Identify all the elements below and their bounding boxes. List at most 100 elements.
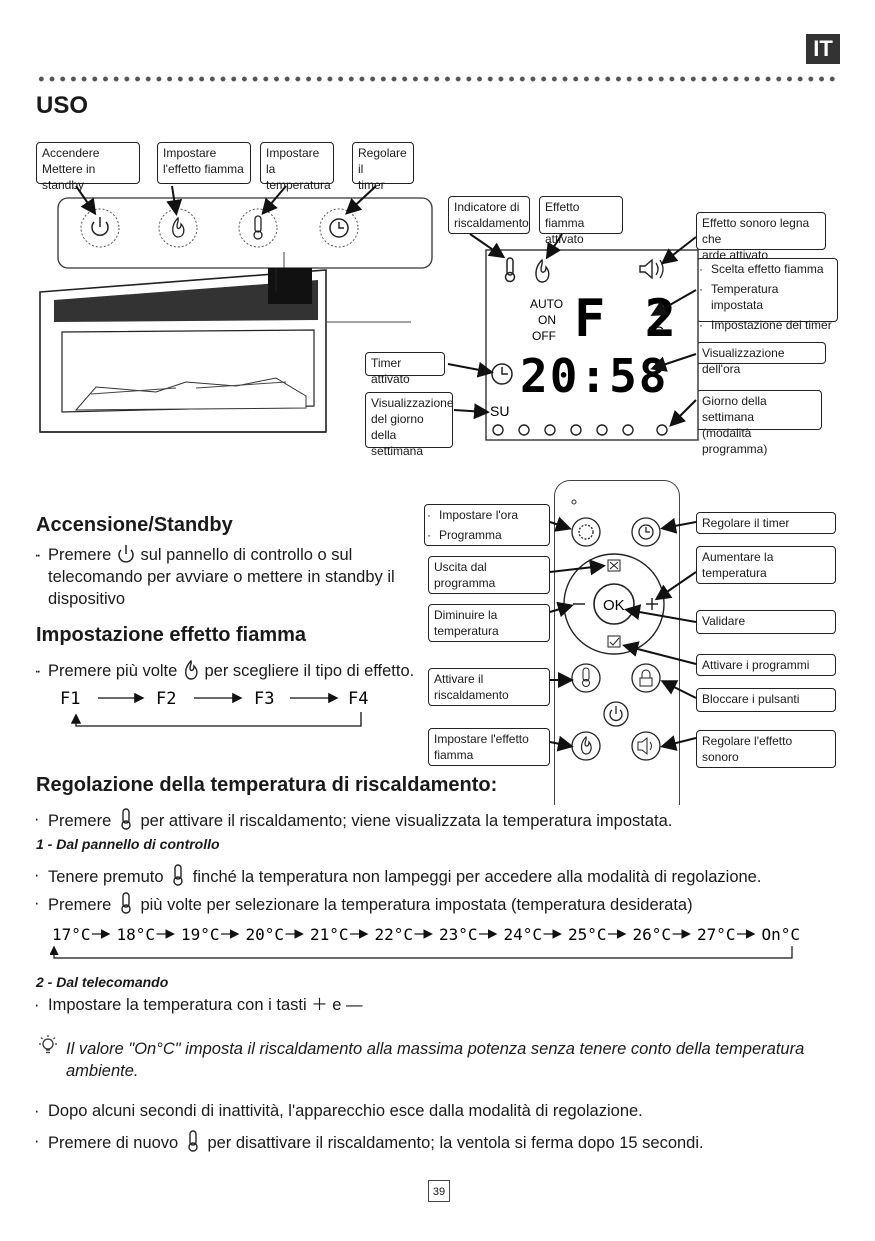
text: finché la temperatura non lampeggi per a… bbox=[192, 868, 762, 886]
sequence-step: F2 bbox=[156, 689, 176, 709]
text: Premere bbox=[48, 896, 112, 914]
label-weekday-program: Giorno della settimana (modalità program… bbox=[696, 390, 822, 456]
temperature-step: 26°C bbox=[633, 925, 672, 944]
label-flame-effect: Impostare l'effetto fiamma bbox=[157, 142, 251, 184]
label-set-sound: Regolare l'effetto sonoro bbox=[696, 730, 836, 768]
lock-button[interactable] bbox=[631, 663, 661, 693]
label-line: Programma bbox=[427, 527, 544, 543]
temperature-step: 22°C bbox=[375, 925, 414, 944]
label-validate: Validare bbox=[696, 610, 836, 634]
lcd-segment-text: F 2 bbox=[574, 289, 680, 349]
lcd-time: 20:58 bbox=[520, 349, 668, 403]
text: per scegliere il tipo di effetto. bbox=[204, 662, 415, 680]
thermometer-icon bbox=[173, 864, 183, 886]
text: più volte per selezionare la temperatura… bbox=[140, 896, 693, 914]
flame-icon bbox=[535, 258, 550, 283]
power-button[interactable] bbox=[603, 701, 629, 727]
label-weekday-display: Visualizzazione del giorno della settima… bbox=[365, 392, 454, 458]
lcd-display: AUTO ON OFF F 2 °C 20:58 SU bbox=[447, 233, 699, 441]
text: Premere più volte bbox=[48, 662, 178, 680]
activate-programs-button[interactable] bbox=[607, 635, 621, 648]
heading-temperature: Regolazione della temperatura di riscald… bbox=[36, 774, 498, 796]
label-temperature: Impostare la temperatura bbox=[260, 142, 334, 192]
fireplace-illustration bbox=[39, 185, 433, 433]
choice-item: Temperatura impostata bbox=[699, 281, 832, 313]
para-temp-6: Premere di nuovo per disattivare il risc… bbox=[48, 1130, 848, 1154]
label-timer: Regolare il timer bbox=[352, 142, 414, 192]
label-increase-temp: Aumentare la temperatura bbox=[696, 546, 836, 584]
clock-program-button[interactable] bbox=[571, 517, 601, 547]
para-temp-2: Tenere premuto finché la temperatura non… bbox=[48, 864, 848, 888]
flame-icon bbox=[184, 660, 198, 680]
dotted-rule bbox=[36, 76, 840, 82]
label-timer-active: Timer attivato bbox=[365, 352, 445, 386]
note-on-value: Il valore "On°C" imposta il riscaldament… bbox=[66, 1040, 805, 1080]
panel-timer-button[interactable] bbox=[319, 208, 359, 248]
ok-label: OK bbox=[603, 597, 625, 614]
panel-temperature-button[interactable] bbox=[238, 208, 278, 248]
timer-button[interactable] bbox=[631, 517, 661, 547]
panel-power-button[interactable] bbox=[80, 208, 120, 248]
power-icon bbox=[118, 545, 134, 563]
temperature-step: 24°C bbox=[504, 925, 543, 944]
subheading-remote: 2 - Dal telecomando bbox=[36, 974, 169, 990]
label-activate-programs: Attivare i programmi bbox=[696, 654, 836, 676]
lightbulb-icon bbox=[39, 1035, 57, 1054]
heading-flame: Impostazione effetto fiamma bbox=[36, 624, 307, 646]
bullet-dot: · bbox=[34, 1102, 40, 1120]
text: per disattivare il riscaldamento; la ven… bbox=[207, 1134, 704, 1152]
exit-program-button[interactable] bbox=[607, 559, 621, 572]
temperature-step: On°C bbox=[762, 925, 801, 944]
temperature-step: 20°C bbox=[246, 925, 285, 944]
para-temp-3: Premere più volte per selezionare la tem… bbox=[48, 892, 848, 916]
lcd-on: ON bbox=[538, 313, 556, 327]
bullet-dot: · bbox=[34, 810, 40, 828]
text: sul pannello di controllo o sul telecoma… bbox=[48, 546, 395, 608]
thermometer-icon bbox=[504, 257, 516, 283]
heading-standby: Accensione/Standby bbox=[36, 514, 233, 536]
choice-item: Impostazione del timer bbox=[699, 317, 832, 333]
choice-item: Scelta effetto fiamma bbox=[699, 261, 832, 277]
temperature-step: 18°C bbox=[117, 925, 156, 944]
temperature-step: 17°C bbox=[52, 925, 91, 944]
lcd-off: OFF bbox=[532, 329, 556, 343]
temperature-step: 21°C bbox=[310, 925, 349, 944]
label-set-clock: Impostare l'ora Programma bbox=[424, 504, 550, 546]
sequence-step: F3 bbox=[254, 689, 274, 709]
bullet-dot: · bbox=[34, 546, 40, 564]
label-line: Impostare l'ora bbox=[427, 507, 544, 523]
label-set-flame: Impostare l'effetto fiamma bbox=[428, 728, 550, 766]
sequence-step: F1 bbox=[60, 689, 80, 709]
para-flame: Premere più volte per scegliere il tipo … bbox=[48, 660, 428, 682]
bullet-dot: · bbox=[34, 996, 40, 1014]
text: Premere bbox=[48, 546, 112, 564]
temperature-step: 23°C bbox=[439, 925, 478, 944]
para-temp-1: Premere per attivare il riscaldamento; v… bbox=[48, 808, 848, 832]
heat-button[interactable] bbox=[571, 663, 601, 693]
subheading-control-panel: 1 - Dal pannello di controllo bbox=[36, 836, 220, 852]
label-lock-buttons: Bloccare i pulsanti bbox=[696, 688, 836, 712]
text: Tenere premuto bbox=[48, 868, 164, 886]
bullet-dot: · bbox=[34, 1132, 40, 1150]
sequence-step: F4 bbox=[348, 689, 368, 709]
label-clock-display: Visualizzazione dell'ora bbox=[696, 342, 826, 376]
flame-button[interactable] bbox=[571, 731, 601, 761]
bullet-dot: · bbox=[34, 894, 40, 912]
thermometer-icon bbox=[121, 808, 131, 830]
page-number: 39 bbox=[428, 1180, 450, 1202]
label-set-timer: Regolare il timer bbox=[696, 512, 836, 534]
label-wood-sound: Effetto sonoro legna che arde attivato bbox=[696, 212, 826, 262]
weekday-dots bbox=[492, 424, 668, 436]
temperature-step: 27°C bbox=[697, 925, 736, 944]
label-flame-active: Effetto fiamma attivato bbox=[539, 196, 623, 246]
plus-button[interactable] bbox=[646, 598, 658, 610]
ok-button[interactable]: OK bbox=[593, 583, 635, 625]
lcd-auto: AUTO bbox=[530, 297, 563, 311]
temperature-step: 25°C bbox=[568, 925, 607, 944]
page-title: USO bbox=[36, 92, 89, 119]
bullet-dot: · bbox=[34, 866, 40, 884]
lcd-day: SU bbox=[490, 403, 509, 419]
sound-button[interactable] bbox=[631, 731, 661, 761]
text: Premere di nuovo bbox=[48, 1134, 179, 1152]
